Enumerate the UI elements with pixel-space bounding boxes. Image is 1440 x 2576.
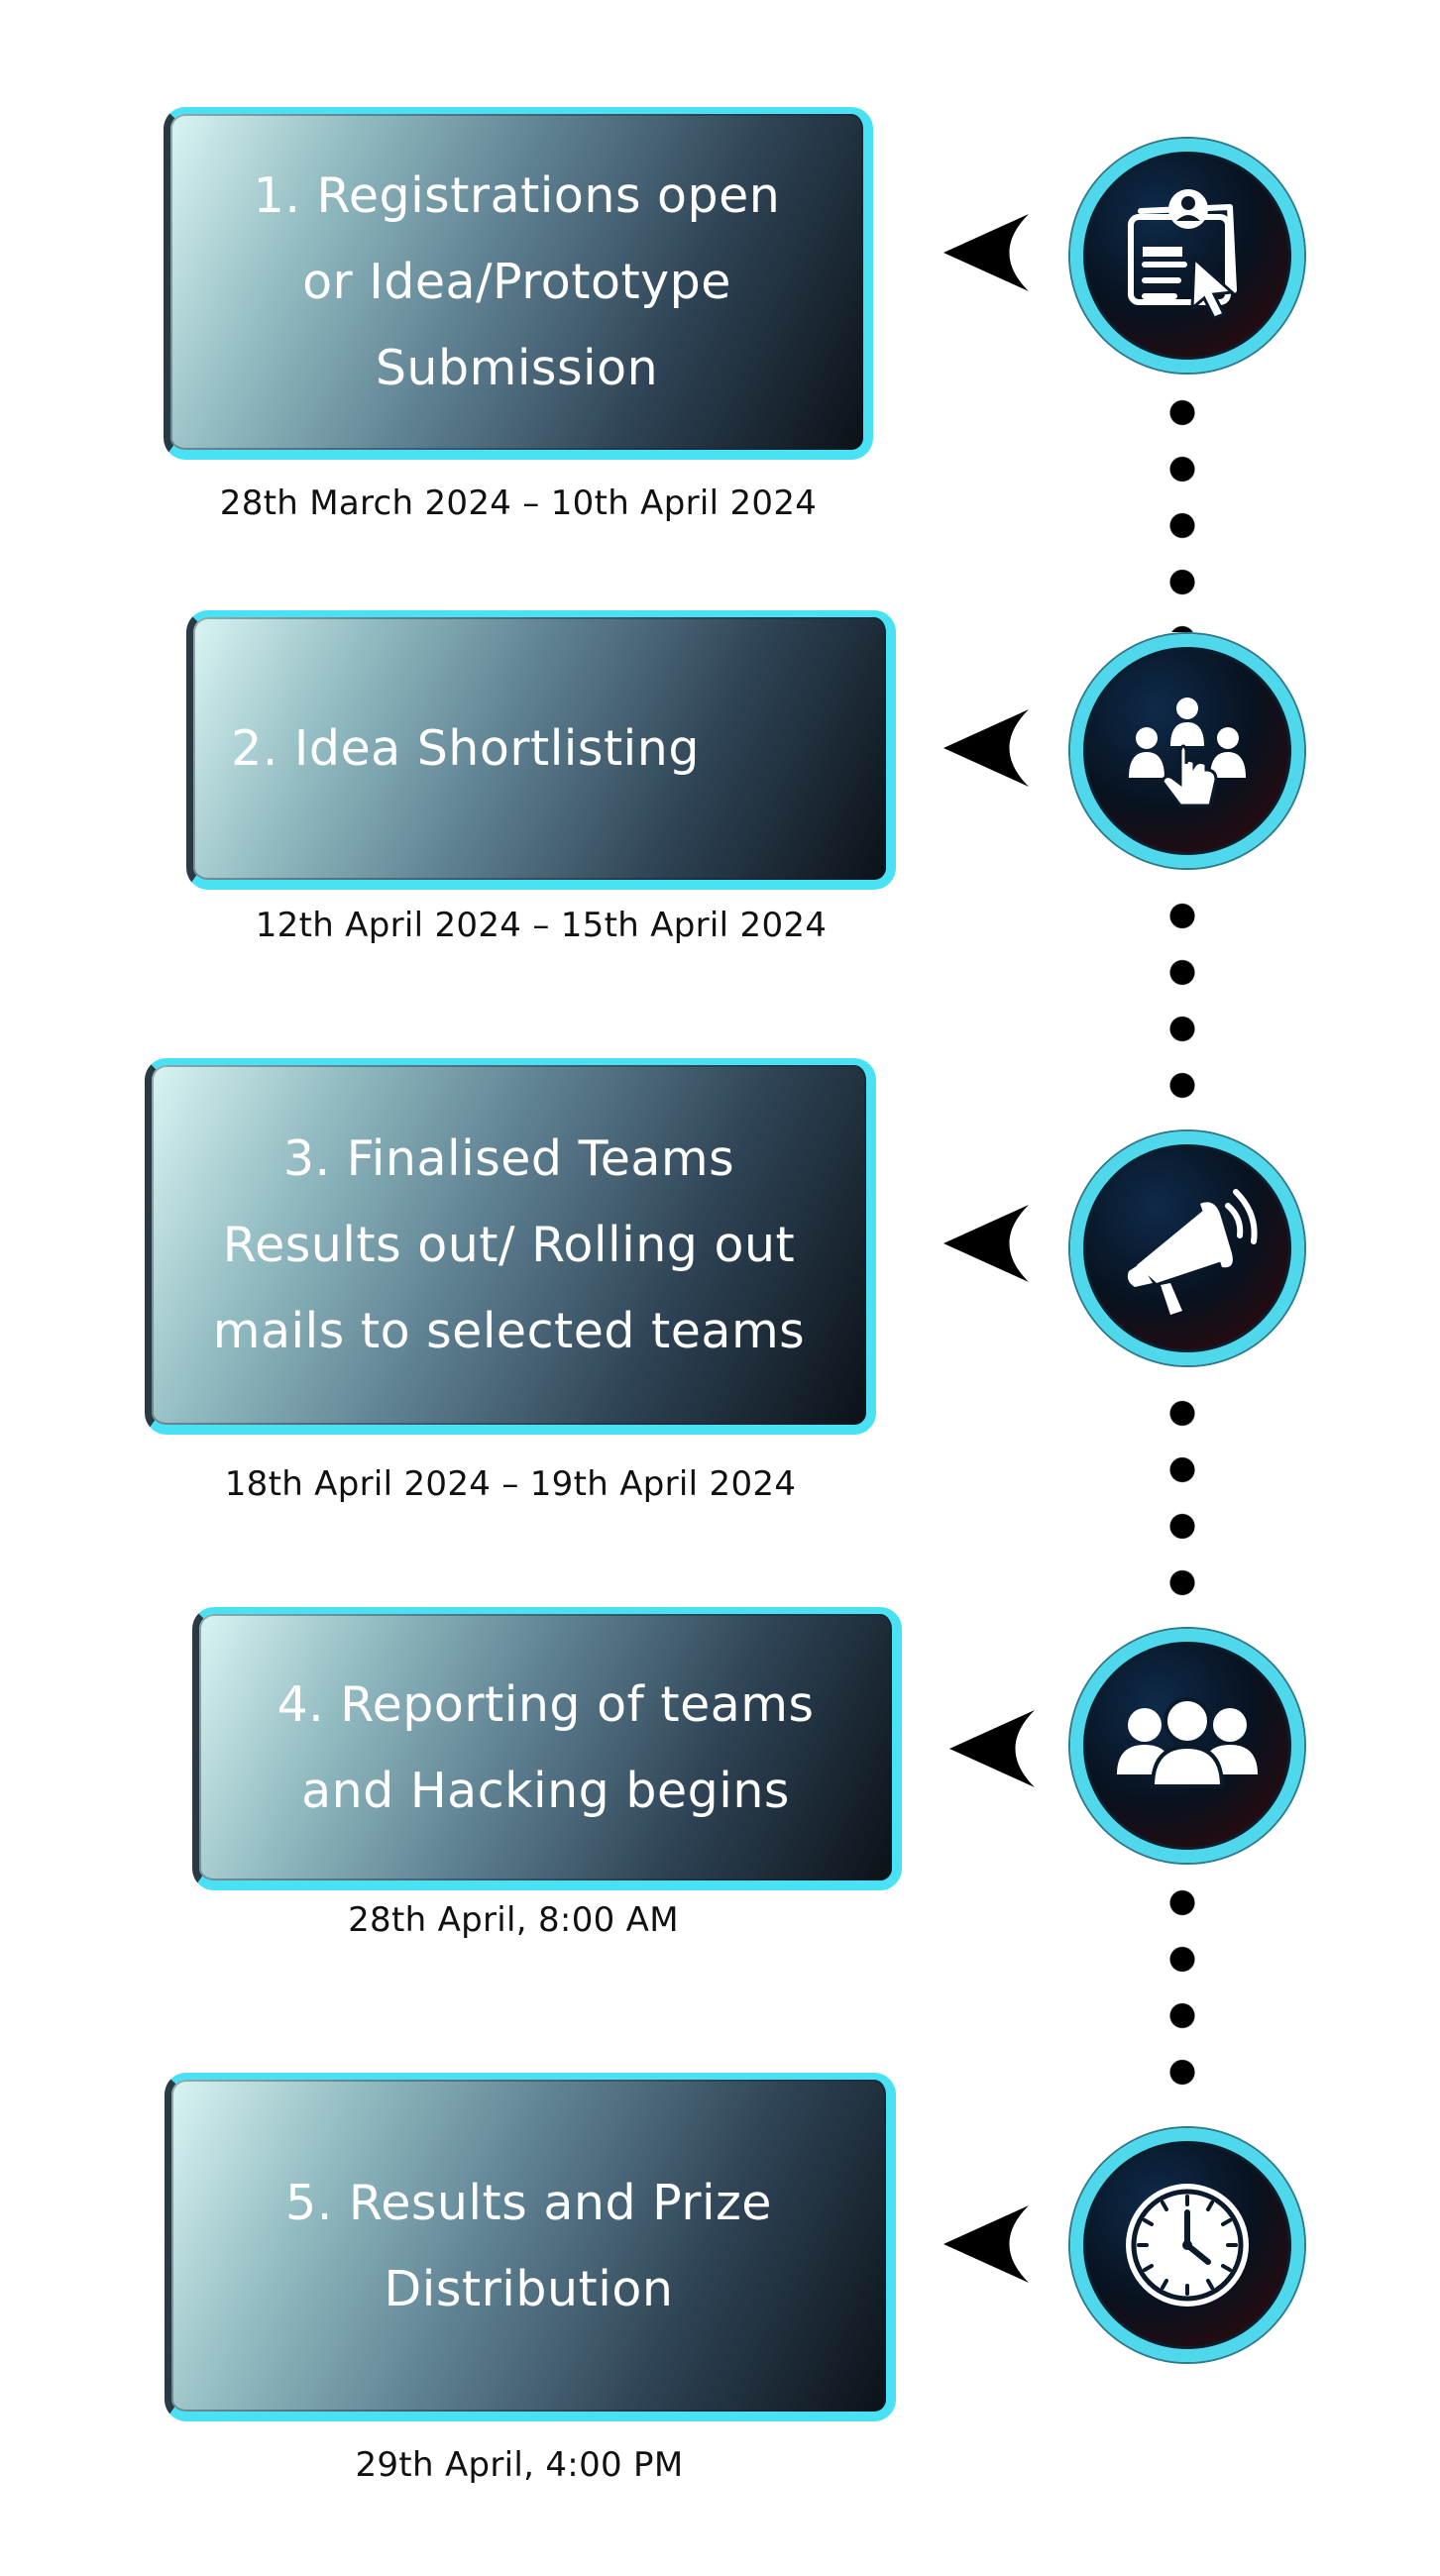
step-title: 5. Results and Prize Distribution (285, 2174, 772, 2317)
timeline-connector (1169, 888, 1195, 1114)
step-icon-circle-2 (1070, 634, 1304, 868)
step-title: 1. Registrations open or Idea/Prototype … (253, 167, 781, 396)
step-date: 18th April 2024 – 19th April 2024 (224, 1464, 797, 1504)
step-card-3: 3. Finalised Teams Results out/ Rolling … (145, 1058, 876, 1435)
step-title: 4. Reporting of teams and Hacking begins (277, 1675, 815, 1819)
step-card-1: 1. Registrations open or Idea/Prototype … (164, 107, 873, 460)
step-icon-circle-1 (1070, 139, 1304, 373)
step-date: 29th April, 4:00 PM (355, 2445, 684, 2485)
step-icon-circle-3 (1070, 1131, 1304, 1365)
pointer-arrow-icon (943, 709, 1029, 787)
timeline-connector (1169, 1385, 1195, 1613)
step-icon-circle-5 (1070, 2128, 1304, 2362)
clock-icon (1126, 2184, 1249, 2307)
pointer-arrow-icon (943, 214, 1029, 291)
step-date: 12th April 2024 – 15th April 2024 (255, 906, 828, 945)
timeline-connector (1169, 1875, 1195, 2108)
step-card-4: 4. Reporting of teams and Hacking begins (192, 1607, 902, 1890)
pointer-arrow-icon (949, 1710, 1035, 1787)
select-person-icon (1129, 698, 1246, 807)
step-card-2: 2. Idea Shortlisting (186, 610, 896, 890)
team-icon (1117, 1697, 1258, 1788)
pointer-arrow-icon (943, 1205, 1029, 1282)
step-title: 3. Finalised Teams Results out/ Rolling … (212, 1130, 806, 1359)
step-title: 2. Idea Shortlisting (231, 720, 700, 777)
timeline-connector (1169, 384, 1195, 632)
registration-form-icon (1128, 189, 1237, 320)
megaphone-icon (1127, 1189, 1258, 1315)
pointer-arrow-icon (943, 2205, 1029, 2283)
step-icon-circle-4 (1070, 1629, 1304, 1863)
step-date: 28th March 2024 – 10th April 2024 (219, 483, 818, 523)
step-date: 28th April, 8:00 AM (348, 1900, 679, 1940)
step-card-5: 5. Results and Prize Distribution (165, 2073, 896, 2421)
